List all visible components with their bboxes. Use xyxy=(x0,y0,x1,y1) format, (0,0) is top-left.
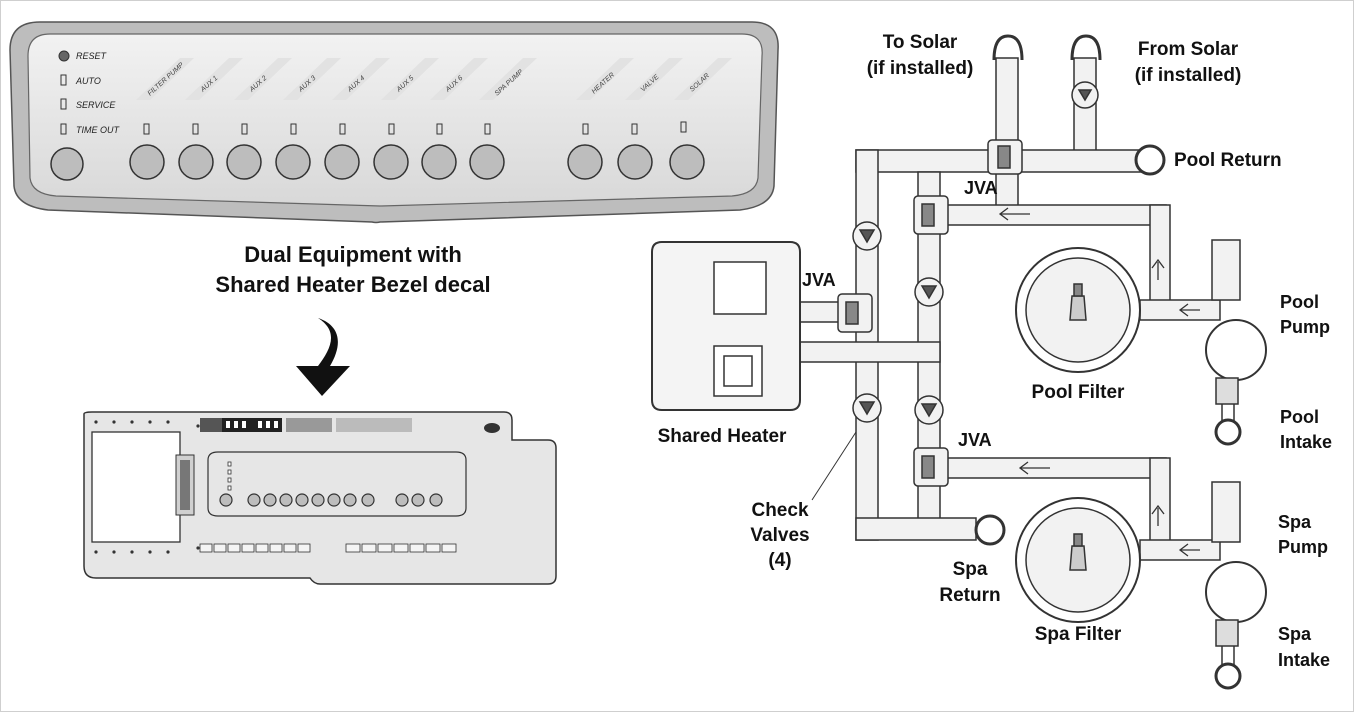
spa-pump-unit xyxy=(1205,481,1267,690)
pool-return-label: Pool Return xyxy=(1174,150,1282,171)
pool-intake-label-2: Intake xyxy=(1280,432,1332,452)
check-valves-label: Check xyxy=(751,500,808,521)
bezel-button-heater: HEATER xyxy=(567,58,634,180)
filter-pump-button[interactable] xyxy=(129,144,165,180)
bezel-button-aux-4: AUX 4 xyxy=(324,58,390,180)
status-indicators: RESET AUTO SERVICE TIME OUT xyxy=(58,50,120,135)
pool-return-pipe xyxy=(935,204,1167,226)
check-valves-label-2: Valves xyxy=(750,525,809,546)
pool-intake-label: Pool xyxy=(1280,407,1319,427)
pool-filter-label: Pool Filter xyxy=(1032,382,1126,403)
to-solar-pipe xyxy=(995,57,1019,209)
status-label-timeout: TIME OUT xyxy=(76,125,120,135)
aux-4-button[interactable] xyxy=(324,144,360,180)
control-board xyxy=(83,411,557,585)
down-arrow-icon xyxy=(296,318,350,396)
pool-pump-unit xyxy=(1205,239,1267,446)
aux-5-button[interactable] xyxy=(373,144,409,180)
check-valve-icon xyxy=(914,277,944,307)
spa-pump-button[interactable] xyxy=(469,144,505,180)
from-solar-label: From Solar xyxy=(1138,39,1239,60)
solar-button[interactable] xyxy=(669,144,705,180)
spa-filter-unit xyxy=(1015,497,1141,623)
caption-line-1: Dual Equipment with xyxy=(244,242,462,267)
spa-return-label-2: Return xyxy=(939,585,1000,606)
bezel-decal: RESET AUTO SERVICE TIME OUT FILTER PUMP … xyxy=(9,21,779,224)
to-solar-label: To Solar xyxy=(883,32,958,53)
aux-1-button[interactable] xyxy=(178,144,214,180)
aux-2-button[interactable] xyxy=(226,144,262,180)
check-valve-icon xyxy=(852,221,882,251)
valve-button[interactable] xyxy=(617,144,653,180)
spa-intake-label: Spa xyxy=(1278,624,1312,644)
spa-pump-label: Spa xyxy=(1278,512,1312,532)
pool-pump-label: Pool xyxy=(1280,292,1319,312)
check-valve-icon xyxy=(914,395,944,425)
shared-heater-label: Shared Heater xyxy=(658,426,787,447)
jva-top-label: JVA xyxy=(964,178,998,198)
aux-3-button[interactable] xyxy=(275,144,311,180)
from-solar-note: (if installed) xyxy=(1135,65,1242,86)
aux-6-button[interactable] xyxy=(421,144,457,180)
reset-button[interactable] xyxy=(50,147,84,181)
pool-filter-unit xyxy=(1015,247,1141,373)
plumbing-labels: To Solar (if installed) From Solar (if i… xyxy=(658,32,1332,670)
pool-pump-label-2: Pump xyxy=(1280,317,1330,337)
heater-button[interactable] xyxy=(567,144,603,180)
spa-intake-label-2: Intake xyxy=(1278,650,1330,670)
spa-filter-label: Spa Filter xyxy=(1035,624,1122,645)
jva-bottom-label: JVA xyxy=(958,430,992,450)
to-solar-note: (if installed) xyxy=(867,58,974,79)
caption-line-2: Shared Heater Bezel decal xyxy=(215,272,490,297)
status-label-service: SERVICE xyxy=(76,100,116,110)
status-label-auto: AUTO xyxy=(75,76,101,86)
spa-return-label: Spa xyxy=(953,559,988,580)
shared-heater-unit xyxy=(651,241,801,411)
spa-return-pipe xyxy=(935,457,1167,479)
check-valves-count: (4) xyxy=(768,550,791,571)
status-label-reset: RESET xyxy=(76,51,108,61)
plumbing-diagram xyxy=(651,34,1267,690)
spa-pump-label-2: Pump xyxy=(1278,537,1328,557)
check-valve-icon xyxy=(852,393,882,423)
jva-heater-label: JVA xyxy=(802,270,836,290)
